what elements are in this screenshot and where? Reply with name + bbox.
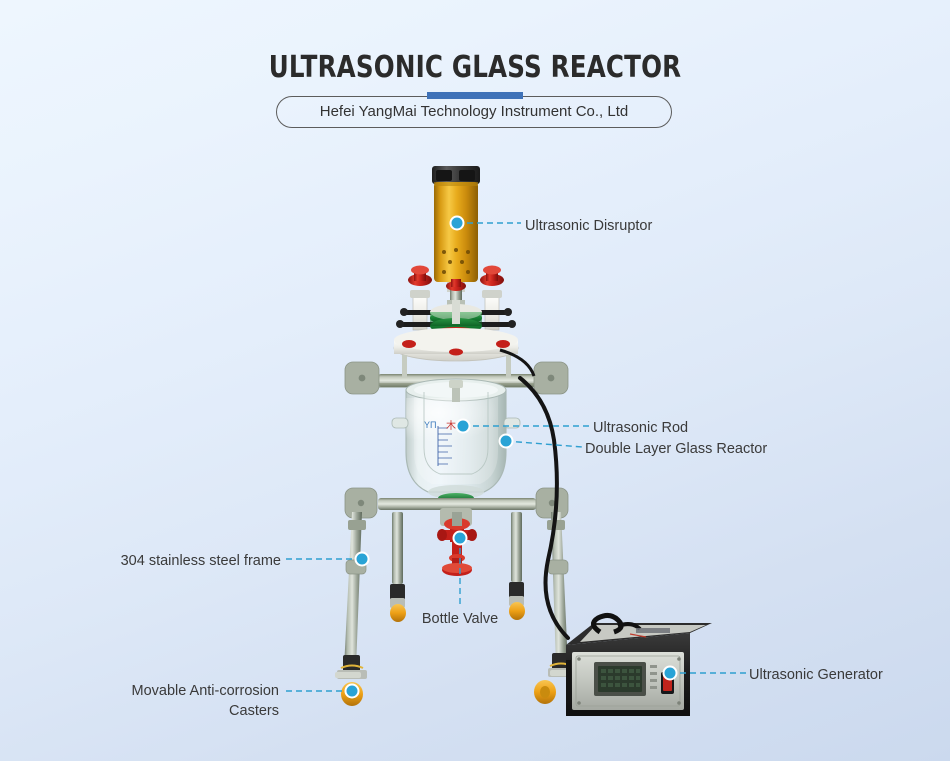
callout-dot-ultrasonic-disruptor[interactable] <box>451 217 463 229</box>
accent-bar <box>427 92 523 99</box>
callout-dot-ultrasonic-generator[interactable] <box>664 667 676 679</box>
page-header: ULTRASONIC GLASS REACTOR Hefei YangMai T… <box>0 0 950 130</box>
callout-label-ultrasonic-generator: Ultrasonic Generator <box>749 667 883 683</box>
company-name: Hefei YangMai Technology Instrument Co.,… <box>319 103 629 120</box>
reactor-lid-assembly <box>393 265 519 362</box>
svg-text:木: 木 <box>446 420 456 432</box>
callout-dot-movable-anti-corrosion-casters[interactable] <box>346 685 358 697</box>
callout-leader-lines <box>283 215 746 699</box>
double-layer-glass-vessel: ΥΠ 木 洋 <box>391 378 521 503</box>
svg-text:ΥΠ: ΥΠ <box>424 420 437 430</box>
callout-dot-ultrasonic-rod[interactable] <box>457 420 469 432</box>
cable-upper <box>499 348 536 377</box>
callout-leader-double-layer-glass-reactor <box>505 440 583 448</box>
callout-label-bottle-valve: Bottle Valve <box>421 611 499 627</box>
callout-dot-stainless-steel-frame[interactable] <box>356 553 368 565</box>
page-title: ULTRASONIC GLASS REACTOR <box>268 50 682 85</box>
callout-label-ultrasonic-disruptor: Ultrasonic Disruptor <box>525 218 653 234</box>
ultrasonic-disruptor-part <box>432 166 480 292</box>
frame-legs <box>335 512 578 706</box>
callout-dot-double-layer-glass-reactor[interactable] <box>500 435 512 447</box>
valve-right <box>468 265 516 331</box>
callout-label-double-layer-glass-reactor: Double Layer Glass Reactor <box>585 441 768 457</box>
callout-label-stainless-steel-frame: 304 stainless steel frame <box>120 553 281 569</box>
ultrasonic-generator-part <box>566 612 712 716</box>
power-cable <box>518 376 570 640</box>
callout-dot-bottle-valve[interactable] <box>454 532 466 544</box>
callout-label-movable-anti-corrosion-casters: Movable Anti-corrosion Casters <box>131 683 280 719</box>
company-badge: Hefei YangMai Technology Instrument Co.,… <box>276 92 674 130</box>
callout-label-ultrasonic-rod: Ultrasonic Rod <box>593 420 689 436</box>
